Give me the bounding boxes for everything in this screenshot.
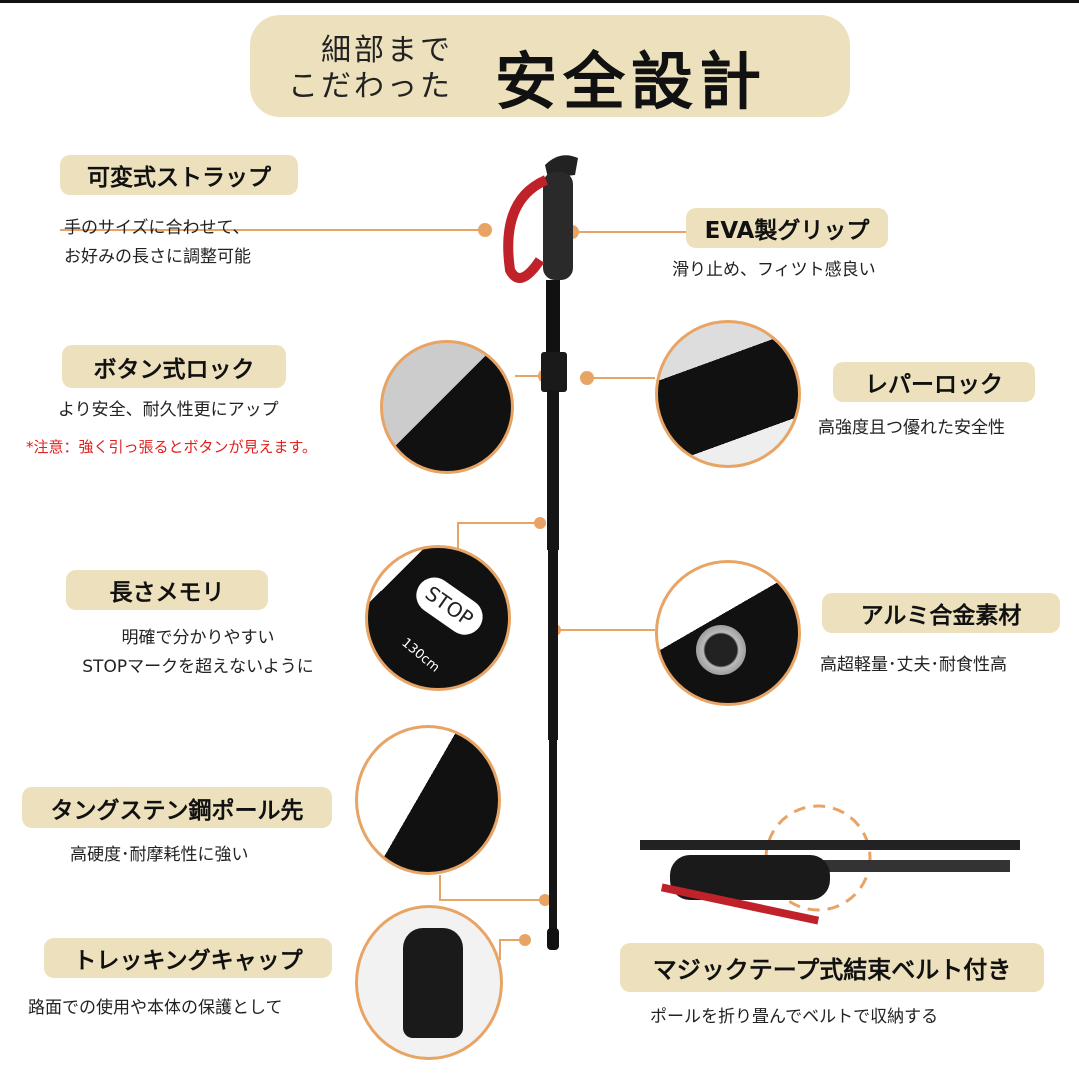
desc-trekking-cap: 路面での使用や本体の保護として bbox=[28, 998, 283, 1018]
trekking-pole-image bbox=[503, 155, 578, 950]
desc-button-lock: より安全、耐久性更にアップ bbox=[58, 400, 279, 420]
desc-adjustable-strap: 手のサイズに合わせて、お好みの長さに調整可能 bbox=[64, 218, 251, 267]
button-lock-closeup bbox=[380, 340, 514, 474]
label-eva-grip: EVA製グリップ bbox=[686, 208, 888, 248]
tungsten-tip-closeup bbox=[355, 725, 501, 875]
desc-tungsten-tip: 高硬度･耐摩耗性に強い bbox=[70, 845, 249, 865]
label-aluminum-alloy: アルミ合金素材 bbox=[822, 593, 1060, 633]
length-value: 130cm bbox=[398, 635, 443, 676]
label-tungsten-tip: タングステン鋼ポール先 bbox=[22, 787, 332, 828]
label-button-lock: ボタン式ロック bbox=[62, 345, 286, 388]
title-subtext: 細部までこだわった bbox=[288, 33, 453, 104]
folded-pole-image bbox=[630, 820, 1030, 930]
title-main: 安全設計 bbox=[495, 45, 768, 118]
label-length-mark: 長さメモリ bbox=[66, 570, 268, 610]
rubber-cap-closeup bbox=[355, 905, 503, 1060]
desc-lever-lock: 高強度且つ優れた安全性 bbox=[818, 418, 1005, 438]
desc-velcro-belt: ポールを折り畳んでベルトで収納する bbox=[650, 1007, 939, 1027]
top-border bbox=[0, 0, 1079, 3]
label-lever-lock: レパーロック bbox=[833, 362, 1035, 402]
length-mark-closeup: STOP 130cm bbox=[365, 545, 511, 691]
lever-lock-closeup bbox=[655, 320, 801, 468]
label-adjustable-strap: 可変式ストラップ bbox=[60, 155, 298, 195]
note-button-lock: *注意：強く引っ張るとボタンが見えます。 bbox=[26, 438, 318, 456]
label-trekking-cap: トレッキングキャップ bbox=[44, 938, 332, 978]
page-title: 細部までこだわった 安全設計 bbox=[250, 15, 850, 118]
aluminum-tube-closeup bbox=[655, 560, 801, 706]
desc-eva-grip: 滑り止め、フィツト感良い bbox=[672, 260, 876, 280]
label-velcro-belt: マジックテープ式結束ベルト付き bbox=[620, 943, 1044, 992]
desc-aluminum-alloy: 高超軽量･丈夫･耐食性高 bbox=[820, 655, 1007, 675]
stop-mark: STOP bbox=[409, 570, 490, 642]
